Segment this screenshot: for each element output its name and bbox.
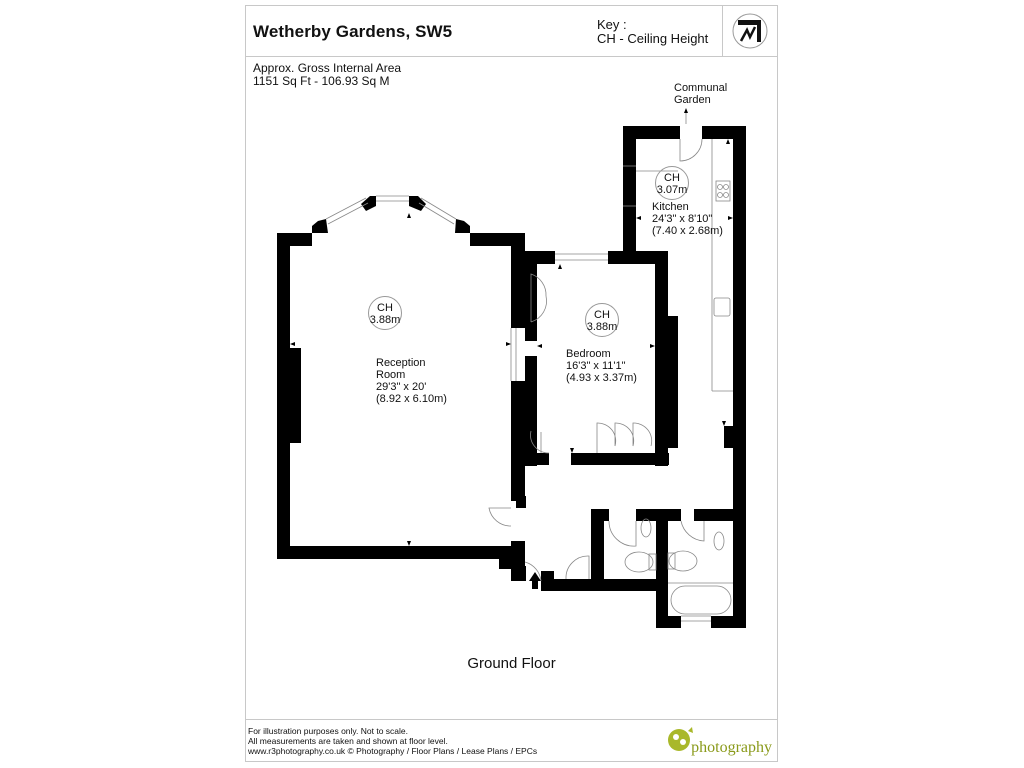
room-dimensions-metric: (8.92 x 6.10m) xyxy=(376,393,447,405)
ch-value: 3.88m xyxy=(586,321,618,333)
disclaimer: For illustration purposes only. Not to s… xyxy=(248,726,537,756)
floor-plan-drawing xyxy=(277,108,746,628)
room-name: Bedroom xyxy=(566,348,611,360)
floor-label: Ground Floor xyxy=(467,655,556,672)
kitchen-label: Kitchen 24'3" x 8'10" (7.40 x 2.68m) xyxy=(652,201,723,237)
room-dimensions-metric: (4.93 x 3.37m) xyxy=(566,372,637,384)
reception-room-label: Reception Room 29'3" x 20' (8.92 x 6.10m… xyxy=(376,357,447,405)
ch-label: CH xyxy=(377,302,393,314)
room-dimensions-metric: (7.40 x 2.68m) xyxy=(652,225,723,237)
bedroom-ceiling-height: CH 3.88m xyxy=(585,303,619,337)
entrance-arrow-icon xyxy=(529,572,541,589)
communal-garden-label: Communal Garden xyxy=(674,82,727,106)
gross-internal-area: Approx. Gross Internal Area 1151 Sq Ft -… xyxy=(253,62,401,88)
disclaimer-line-3: www.r3photography.co.uk © Photography / … xyxy=(248,746,538,756)
communal-garden-line-2: Garden xyxy=(674,94,711,106)
r3-photography-logo: photography xyxy=(664,723,774,759)
room-name: Kitchen xyxy=(652,201,689,213)
header: Wetherby Gardens, SW5 Key : CH - Ceiling… xyxy=(246,6,777,57)
bedroom-label: Bedroom 16'3" x 11'1" (4.93 x 3.37m) xyxy=(566,348,637,384)
north-arrow-icon xyxy=(732,13,768,49)
compass-box xyxy=(722,6,778,56)
key-label: Key : xyxy=(597,17,627,32)
communal-garden-line-1: Communal xyxy=(674,82,728,94)
ch-label: CH xyxy=(664,172,680,184)
room-name: Reception xyxy=(376,357,426,369)
logo-mark-icon xyxy=(668,727,693,751)
area-line-1: Approx. Gross Internal Area xyxy=(253,61,402,75)
kitchen-ceiling-height: CH 3.07m xyxy=(655,166,689,200)
footer: For illustration purposes only. Not to s… xyxy=(246,719,777,762)
property-title: Wetherby Gardens, SW5 xyxy=(253,22,453,41)
floor-plan-sheet: Wetherby Gardens, SW5 Key : CH - Ceiling… xyxy=(245,5,778,762)
room-name-line-2: Room xyxy=(376,369,406,381)
room-dimensions-imperial: 29'3" x 20' xyxy=(376,381,427,393)
logo-text: photography xyxy=(691,739,772,756)
room-dimensions-imperial: 24'3" x 8'10" xyxy=(652,213,713,225)
ch-value: 3.07m xyxy=(656,184,688,196)
disclaimer-line-2: All measurements are taken and shown at … xyxy=(248,736,448,746)
key-legend: Key : CH - Ceiling Height xyxy=(597,18,708,46)
key-entry: CH - Ceiling Height xyxy=(597,31,709,46)
ch-label: CH xyxy=(594,309,610,321)
area-line-2: 1151 Sq Ft - 106.93 Sq M xyxy=(253,74,390,88)
room-dimensions-imperial: 16'3" x 11'1" xyxy=(566,360,626,372)
ch-value: 3.88m xyxy=(369,314,401,326)
reception-ceiling-height: CH 3.88m xyxy=(368,296,402,330)
disclaimer-line-1: For illustration purposes only. Not to s… xyxy=(248,726,408,736)
